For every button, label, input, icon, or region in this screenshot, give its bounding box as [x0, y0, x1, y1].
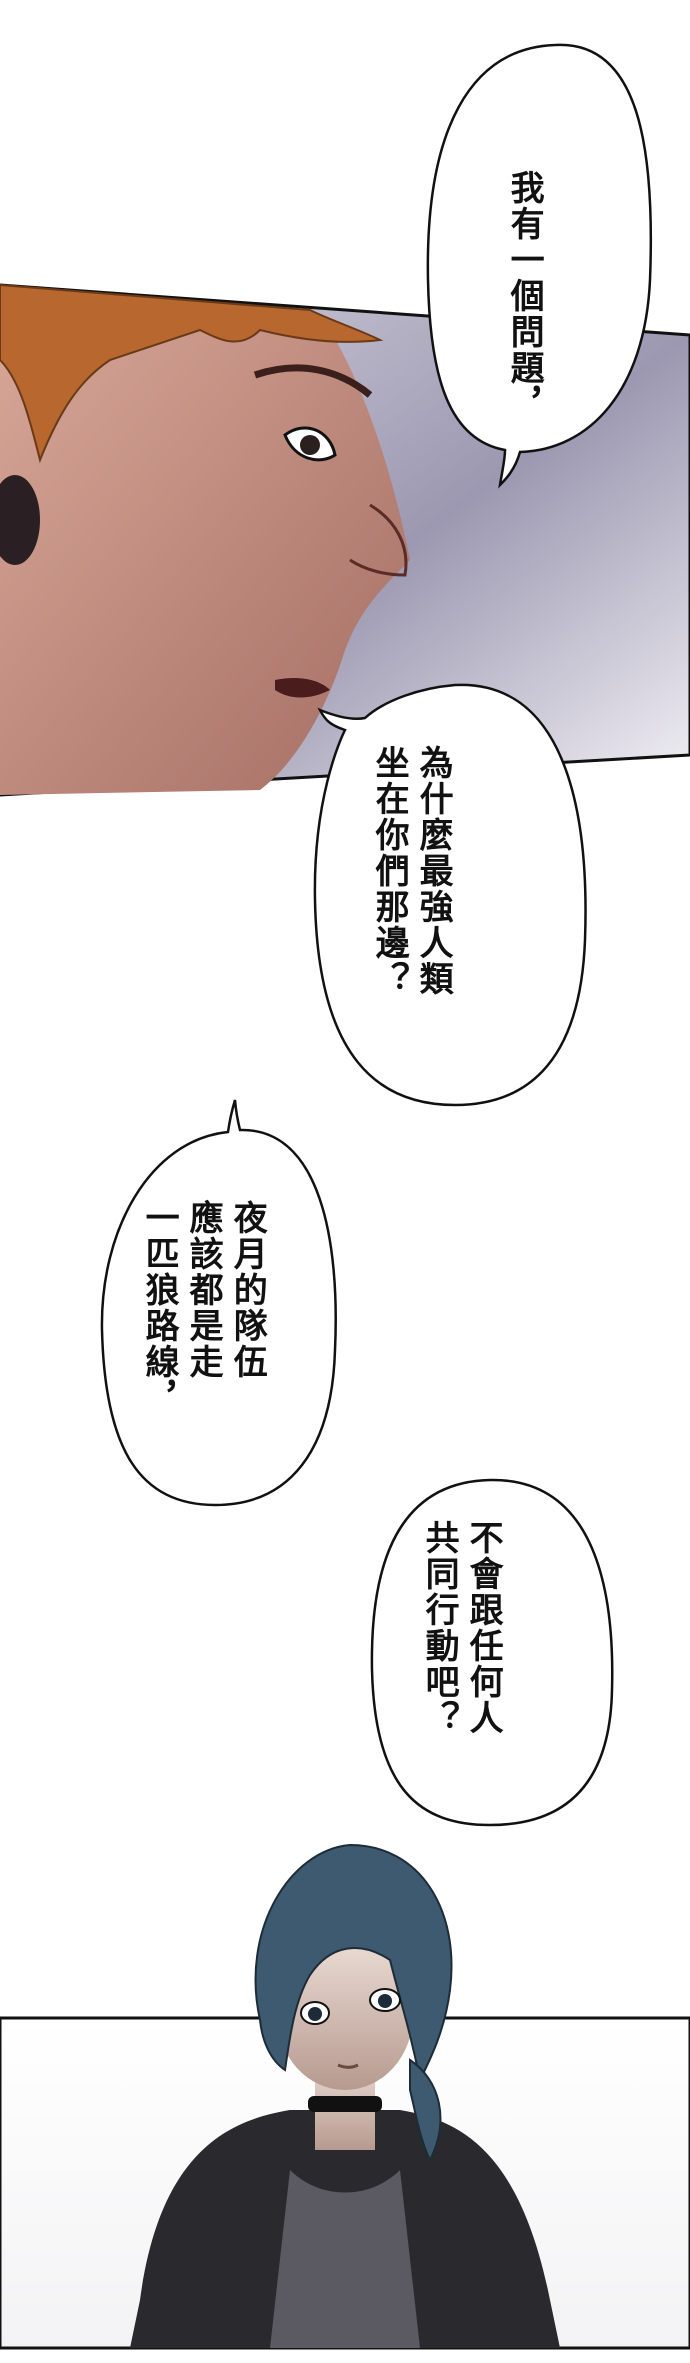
- bubble-3-col-3: 一匹狼路線，: [139, 1200, 180, 1416]
- bubble-1-text: 我有一個問題，: [504, 170, 545, 422]
- bubble-4-col-1: 不會跟任何人: [463, 1520, 504, 1736]
- bubble-2-shape: [313, 683, 587, 1107]
- bubble-1-col-1: 我有一個問題，: [504, 170, 545, 422]
- bubble-3-col-2: 應該都是走: [183, 1200, 224, 1380]
- bubble-4-shape: [370, 1478, 614, 1827]
- bubble-1-shape: [426, 43, 653, 489]
- bubble-4-text: 不會跟任何人 共同行動吧？: [419, 1520, 504, 1736]
- bubble-2-col-2: 坐在你們那邊？: [369, 745, 410, 997]
- bubble-3-shape: [100, 1099, 337, 1507]
- bubble-3-text: 夜月的隊伍 應該都是走 一匹狼路線，: [139, 1200, 268, 1416]
- bubble-2-text: 為什麼最強人類 坐在你們那邊？: [369, 745, 454, 997]
- bubble-4-col-2: 共同行動吧？: [419, 1520, 460, 1736]
- bubble-3-col-1: 夜月的隊伍: [227, 1200, 268, 1380]
- bubble-2-col-1: 為什麼最強人類: [413, 745, 454, 997]
